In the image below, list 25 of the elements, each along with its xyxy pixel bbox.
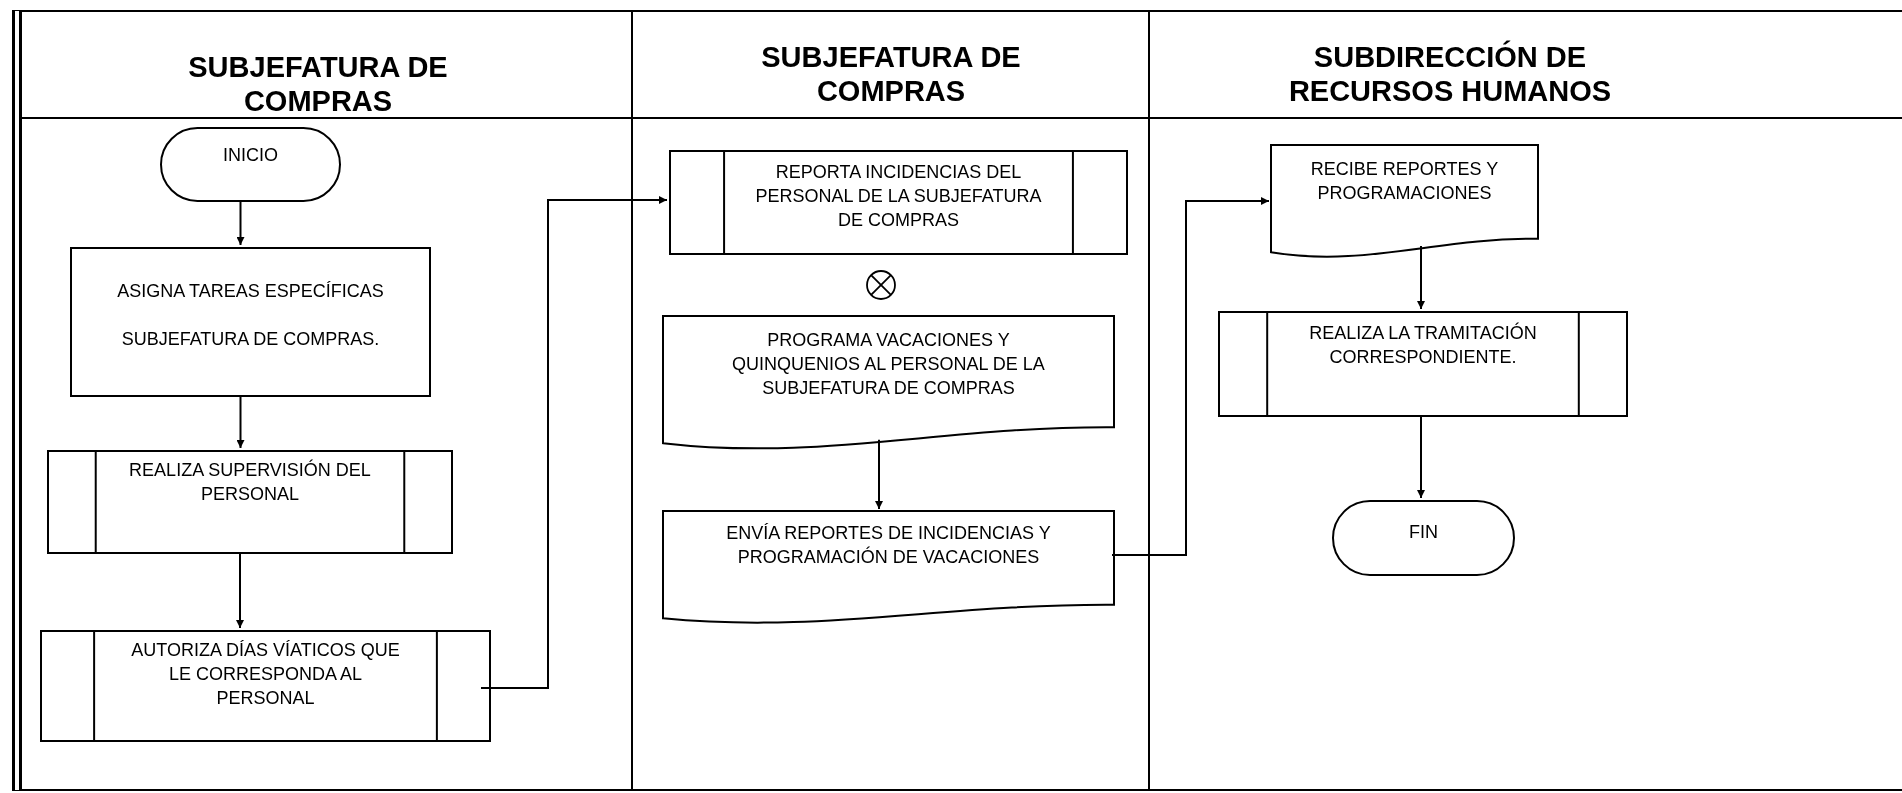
arrow (1417, 245, 1425, 310)
lane-title: SUBJEFATURA DE COMPRAS (760, 40, 1022, 108)
step-text: PROGRAMA VACACIONES Y QUINQUENIOS AL PERSONAL DE LA SUBJEFATURA DE COMPRAS (731, 329, 1046, 400)
step-text: SUBJEFATURA DE COMPRAS. (120, 328, 381, 351)
arrow (480, 196, 668, 689)
arrow (875, 438, 883, 510)
arrow (1111, 197, 1270, 556)
lane-title: SUBJEFATURA DE COMPRAS (187, 50, 449, 118)
step-text: ENVÍA REPORTES DE INCIDENCIAS Y PROGRAMACIÓN DE VACACIONES (725, 522, 1052, 569)
arrow (236, 394, 245, 449)
swimlane (12, 10, 631, 791)
arrow (236, 199, 245, 246)
swimlane (1148, 10, 1902, 791)
lane-title: SUBDIRECCIÓN DE RECURSOS HUMANOS (1287, 40, 1613, 108)
step-text: REALIZA LA TRAMITACIÓN CORRESPONDIENTE. (1308, 321, 1538, 369)
arrow (1417, 414, 1425, 499)
arrow (236, 551, 244, 629)
step-text: REALIZA SUPERVISIÓN DEL PERSONAL (128, 458, 372, 506)
step-text: ASIGNA TAREAS ESPECÍFICAS (116, 280, 385, 303)
step-text: AUTORIZA DÍAS VÍATICOS QUE LE CORRESPONDA AL PERSONAL (130, 639, 401, 710)
step-text: FIN (1408, 521, 1439, 544)
step-text: REPORTA INCIDENCIAS DEL PERSONAL DE LA SUBJEFATURA DE COMPRAS (754, 161, 1043, 232)
step-text: INICIO (222, 144, 279, 167)
step-text: RECIBE REPORTES Y PROGRAMACIONES (1309, 158, 1500, 205)
swimlane (631, 10, 1148, 791)
